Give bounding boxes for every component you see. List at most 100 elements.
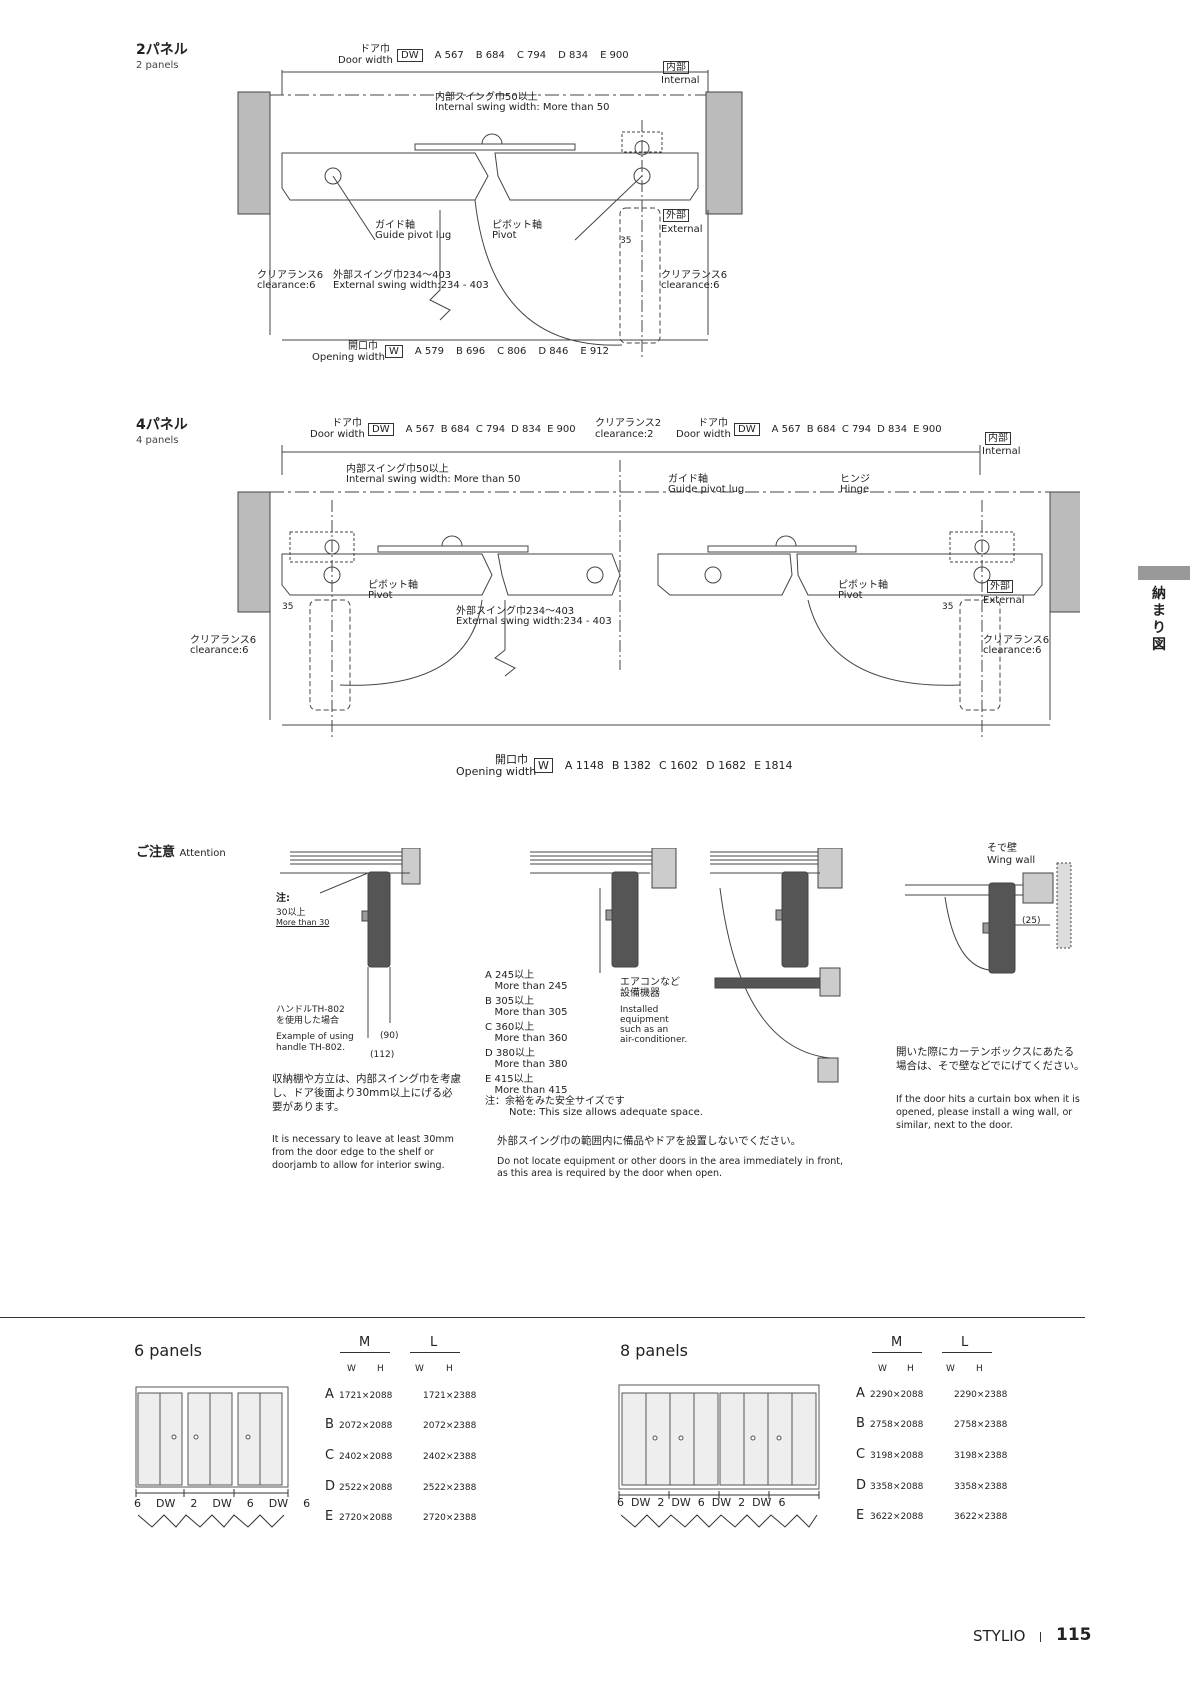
panels6-m: M xyxy=(359,1335,371,1350)
ext-swing-en: External swing width:234 - 403 xyxy=(333,280,489,291)
dim-112: (112) xyxy=(370,1050,395,1060)
side-tab-bar xyxy=(1138,566,1190,580)
clear-right-en: clearance:6 xyxy=(661,280,720,291)
int-swing-en: Internal swing width: More than 50 xyxy=(435,102,610,113)
external-label-4: External xyxy=(983,595,1025,606)
attention-p1-en: It is necessary to leave at least 30mm f… xyxy=(272,1134,454,1171)
panels8-mh: H xyxy=(907,1364,914,1374)
panels6-elevation xyxy=(135,1386,289,1528)
int-swing-jp-4: 内部スイング巾50以上 xyxy=(346,464,449,475)
pivot-en-4r: Pivot xyxy=(838,590,863,601)
panels6-mh: H xyxy=(377,1364,384,1374)
hinge-jp: ヒンジ xyxy=(840,474,870,485)
external-label: External xyxy=(661,224,703,235)
attention-note-mark: 注: xyxy=(276,893,290,904)
clear-right-en-4: clearance:6 xyxy=(983,645,1042,656)
list-e: E 415以上 More than 415 xyxy=(485,1074,568,1096)
internal-box: 内部 xyxy=(663,61,689,74)
internal-label: Internal xyxy=(661,75,700,86)
footer-separator xyxy=(1040,1632,1041,1642)
safe-size-en: Note: This size allows adequate space. xyxy=(509,1107,703,1118)
page-number: 115 xyxy=(1056,1625,1092,1645)
aircon-en: Installed equipment such as an air-condi… xyxy=(620,1005,688,1045)
footer-brand: STYLIO xyxy=(973,1627,1026,1645)
hinge-en: Hinge xyxy=(840,484,870,495)
dim-90: (90) xyxy=(380,1031,399,1041)
panels8-lh: H xyxy=(976,1364,983,1374)
section2-subtitle: 2 panels xyxy=(136,60,179,71)
external-box: 外部 xyxy=(663,209,689,222)
list-b: B 305以上 More than 305 xyxy=(485,996,568,1018)
panels6-title: 6 panels xyxy=(134,1341,202,1360)
guide-pivot-en-4: Guide pivot lug xyxy=(668,484,745,495)
more30-en: More than 30 xyxy=(276,918,330,927)
dim-35: 35 xyxy=(620,236,632,246)
section-divider xyxy=(0,1317,1085,1318)
panels8-mw: W xyxy=(878,1364,887,1374)
panels6-dimline: 6 DW 2 DW 6 DW 6 xyxy=(134,1497,311,1510)
list-d: D 380以上 More than 380 xyxy=(485,1048,568,1070)
safe-size-jp: 注：余裕をみた安全サイズです xyxy=(485,1096,625,1107)
attention-p2-jp: 外部スイング巾の範囲内に備品やドアを設置しないでください。 xyxy=(497,1135,802,1147)
pivot-en: Pivot xyxy=(492,230,517,241)
ext-swing-en-4: External swing width:234 - 403 xyxy=(456,616,612,627)
more30-jp: 30以上 xyxy=(276,908,306,918)
panels6-lw: W xyxy=(415,1364,424,1374)
attention-diagram-shelf xyxy=(280,848,421,1038)
panels8-lw: W xyxy=(946,1364,955,1374)
section2-title: 2パネル xyxy=(136,42,188,58)
attention-title: ご注意 Attention xyxy=(136,845,226,860)
clear-right-jp-4: クリアランス6 xyxy=(983,635,1050,646)
dim-35-right: 35 xyxy=(942,602,954,612)
panels6-lh: H xyxy=(446,1364,453,1374)
wing-wall-en: Wing wall xyxy=(987,855,1036,866)
pivot-jp-4l: ピボット軸 xyxy=(368,580,418,591)
wing-wall-jp: そで壁 xyxy=(987,843,1017,854)
int-swing-jp: 内部スイング巾50以上 xyxy=(435,92,538,103)
aircon-jp: エアコンなど 設備機器 xyxy=(620,977,680,999)
int-swing-en-4: Internal swing width: More than 50 xyxy=(346,474,521,485)
clear-left-jp: クリアランス6 xyxy=(257,270,324,281)
four-panel-plan-diagram xyxy=(237,445,1080,740)
handle-jp: ハンドルTH-802 を使用した場合 xyxy=(276,1005,345,1026)
list-a: A 245以上 More than 245 xyxy=(485,970,568,992)
panels8-l: L xyxy=(961,1335,969,1350)
ext-swing-jp-4: 外部スイング巾234〜403 xyxy=(456,606,575,617)
attention-p3-en: If the door hits a curtain box when it i… xyxy=(896,1094,1080,1131)
attention-p3-jp: 開いた際にカーテンボックスにあたる 場合は、そで壁などでにげてください。 xyxy=(896,1046,1085,1072)
attention-p2-en: Do not locate equipment or other doors i… xyxy=(497,1156,843,1179)
panels8-dimline: 6 DW 2 DW 6 DW 2 DW 6 xyxy=(617,1496,786,1509)
clear-right-jp: クリアランス6 xyxy=(661,270,728,281)
panels8-elevation xyxy=(618,1384,820,1528)
dim-25: (25) xyxy=(1022,916,1041,926)
guide-pivot-jp: ガイド軸 xyxy=(375,220,415,231)
dim-35-left: 35 xyxy=(282,602,294,612)
pivot-jp-4r: ピボット軸 xyxy=(838,580,888,591)
guide-pivot-en: Guide pivot lug xyxy=(375,230,452,241)
ext-swing-jp: 外部スイング巾234〜403 xyxy=(333,270,452,281)
two-panel-plan-diagram xyxy=(237,70,743,360)
panels8-title: 8 panels xyxy=(620,1341,688,1360)
clear-left-en-4: clearance:6 xyxy=(190,645,249,656)
external-box-4: 外部 xyxy=(987,580,1013,593)
attention-p1-jp: 収納棚や方立は、内部スイング巾を考慮 し、ドア後面より30mm以上にげる必 要が… xyxy=(272,1073,461,1113)
internal-label-4: Internal xyxy=(982,446,1021,457)
